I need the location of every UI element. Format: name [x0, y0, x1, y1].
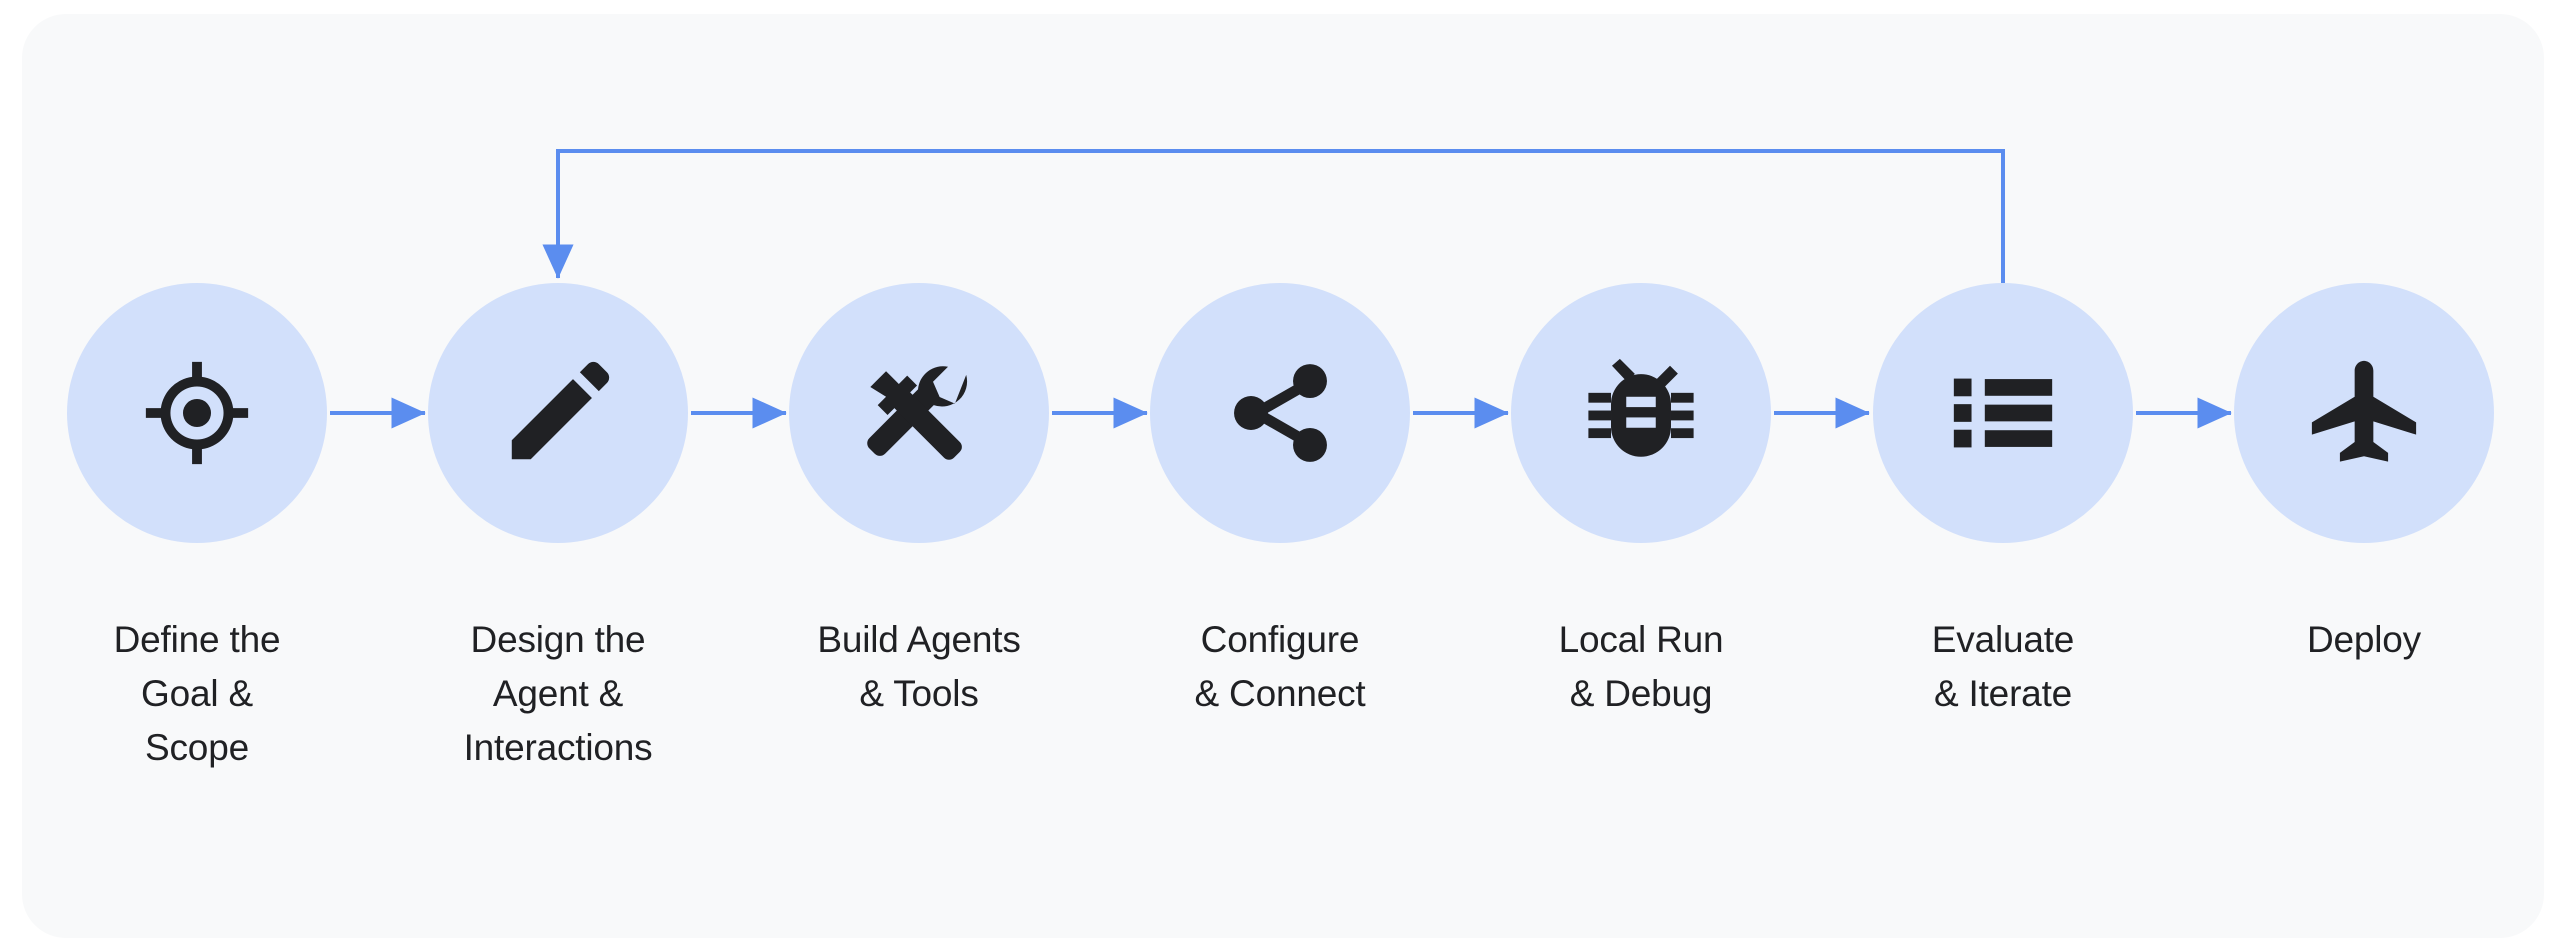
step-circles-layer	[67, 283, 2494, 543]
feedback-loop-layer	[542, 149, 2005, 283]
step-circle-4[interactable]	[1150, 283, 1410, 543]
step-label-4: Configure & Connect	[1194, 619, 1366, 714]
step-label-6: Evaluate & Iterate	[1931, 619, 2075, 714]
step-label-2: Design the Agent & Interactions	[463, 619, 653, 768]
step-label-1: Define the Goal & Scope	[113, 619, 281, 768]
step-label-5: Local Run & Debug	[1558, 619, 1724, 714]
feedback-loop-arrow	[542, 149, 2005, 283]
step-label-7: Deploy	[2307, 619, 2421, 660]
step-label-3: Build Agents & Tools	[817, 619, 1021, 714]
list-icon	[1953, 378, 2053, 448]
